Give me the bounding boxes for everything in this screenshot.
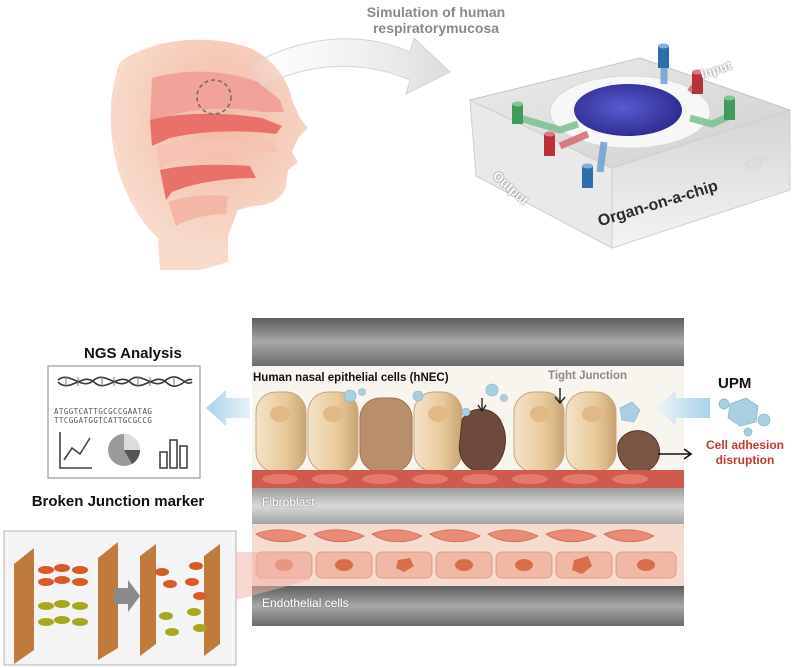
epithelial-cell-row <box>255 391 660 473</box>
organ-on-chip-device <box>468 43 792 249</box>
head-silhouette <box>110 39 308 271</box>
bar-chart-icon <box>159 439 188 469</box>
fibroblast-label: Fibroblast <box>262 495 315 509</box>
tight-junction-label: Tight Junction <box>548 370 628 382</box>
port-green-right <box>724 95 735 120</box>
cell-adhesion-disruption-label: Cell adhesion disruption <box>705 438 785 467</box>
sequence-line-2: TTCGGATGGTCATTGCGCCG <box>54 416 153 425</box>
pie-chart-icon <box>108 434 141 466</box>
curved-arrow-icon <box>249 37 451 95</box>
culture-chamber <box>574 84 682 136</box>
ngs-analysis-panel <box>47 365 201 479</box>
right-arrow-icon <box>114 580 140 612</box>
tight-junction-arrow-icon <box>554 388 566 405</box>
port-green-left <box>512 101 523 124</box>
upm-label: UPM <box>718 375 752 392</box>
broken-junction-marker-title: Broken Junction marker <box>31 493 205 510</box>
broken-junction-panel <box>3 530 237 666</box>
port-red-right <box>692 69 703 94</box>
ngs-analysis-title: NGS Analysis <box>84 345 182 362</box>
tissue-cross-section <box>252 318 684 626</box>
analysis-arrow-icon <box>206 390 250 426</box>
port-red-left <box>544 131 555 156</box>
line-chart-icon <box>59 432 92 469</box>
nasal-region-marker <box>196 79 232 115</box>
hnec-label: Human nasal epithelial cells (hNEC) <box>253 372 449 384</box>
junction-arrow-icon <box>477 398 487 413</box>
port-blue-left <box>582 163 593 188</box>
simulation-title: Simulation of human respiratorymucosa <box>366 4 506 36</box>
upm-arrow-icon <box>656 390 710 426</box>
upm-particles-in-tissue <box>343 383 641 423</box>
sequence-line-1: ATGGTCATTGCGCCGAATAG <box>54 407 153 416</box>
disruption-arrow-icon <box>658 448 693 460</box>
endothelial-cells-label: Endothelial cells <box>262 596 349 610</box>
port-blue-right <box>658 43 669 68</box>
upm-particle-cluster <box>718 397 771 437</box>
dna-helix-icon <box>57 376 193 387</box>
zoom-link-band <box>236 552 310 600</box>
